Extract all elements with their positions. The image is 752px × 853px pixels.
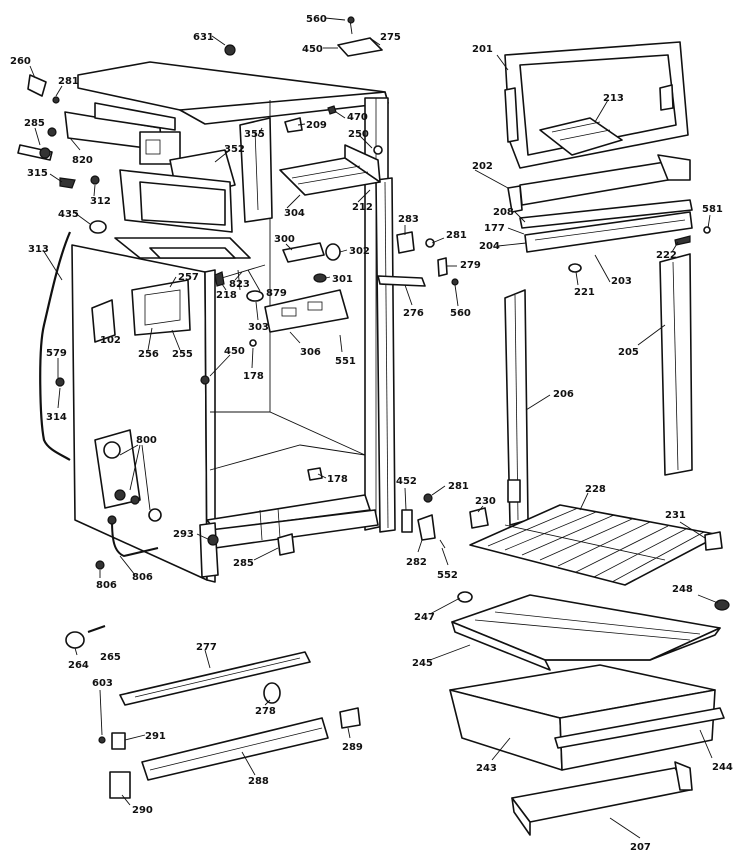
callout-277: 277 — [196, 642, 217, 653]
callout-435: 435 — [58, 209, 79, 220]
callout-452: 452 — [396, 476, 417, 487]
callout-244: 244 — [712, 762, 733, 773]
callout-450-mid: 450 — [224, 346, 245, 357]
callout-281-lower: 281 — [448, 481, 469, 492]
callout-256: 256 — [138, 349, 159, 360]
callout-245: 245 — [412, 658, 433, 669]
callout-257: 257 — [178, 272, 199, 283]
callout-560-hinge: 560 — [450, 308, 471, 319]
callout-450-top: 450 — [302, 44, 323, 55]
callout-labels: 560 631 450 275 260 281 285 820 355 352 … — [10, 14, 733, 853]
door-assembly — [377, 41, 730, 836]
callout-250: 250 — [348, 129, 369, 140]
callout-470: 470 — [347, 112, 368, 123]
callout-282: 282 — [406, 557, 427, 568]
callout-631: 631 — [193, 32, 214, 43]
mid-components — [91, 242, 349, 481]
callout-355: 355 — [244, 129, 265, 140]
callout-313: 313 — [28, 244, 49, 255]
callout-312: 312 — [90, 196, 111, 207]
callout-207: 207 — [630, 842, 651, 853]
callout-806-left: 806 — [96, 580, 117, 591]
callout-247: 247 — [414, 612, 435, 623]
callout-228: 228 — [585, 484, 606, 495]
callout-221: 221 — [574, 287, 595, 298]
callout-102: 102 — [100, 335, 121, 346]
callout-879: 879 — [266, 288, 287, 299]
callout-301: 301 — [332, 274, 353, 285]
callout-230: 230 — [475, 496, 496, 507]
callout-315: 315 — [27, 168, 48, 179]
callout-264: 264 — [68, 660, 89, 671]
callout-212: 212 — [352, 202, 373, 213]
callout-275: 275 — [380, 32, 401, 43]
callout-288: 288 — [248, 776, 269, 787]
callout-260: 260 — [10, 56, 31, 67]
callout-202: 202 — [472, 161, 493, 172]
bottom-small-parts — [207, 533, 295, 556]
callout-306: 306 — [300, 347, 321, 358]
callout-208: 208 — [493, 207, 514, 218]
callout-281-top: 281 — [58, 76, 79, 87]
callout-291: 291 — [145, 731, 166, 742]
callout-204: 204 — [479, 241, 500, 252]
callout-178-lower: 178 — [327, 474, 348, 485]
callout-285-top: 285 — [24, 118, 45, 129]
callout-302: 302 — [349, 246, 370, 257]
callout-800: 800 — [136, 435, 157, 446]
compressor-area — [94, 429, 162, 570]
callout-560-top: 560 — [306, 14, 327, 25]
callout-218: 218 — [216, 290, 237, 301]
callout-293: 293 — [173, 529, 194, 540]
callout-203: 203 — [611, 276, 632, 287]
callout-278: 278 — [255, 706, 276, 717]
leader-lines — [29, 17, 719, 839]
callout-201: 201 — [472, 44, 493, 55]
callout-579: 579 — [46, 348, 67, 359]
callout-248: 248 — [672, 584, 693, 595]
callout-289: 289 — [342, 742, 363, 753]
callout-213: 213 — [603, 93, 624, 104]
callout-551: 551 — [335, 356, 356, 367]
callout-581: 581 — [702, 204, 723, 215]
control-area-parts — [17, 16, 383, 259]
callout-231: 231 — [665, 510, 686, 521]
callout-283: 283 — [398, 214, 419, 225]
callout-352: 352 — [224, 144, 245, 155]
callout-222: 222 — [656, 250, 677, 261]
callout-823: 823 — [229, 279, 250, 290]
drain-tube — [39, 231, 72, 461]
callout-205: 205 — [618, 347, 639, 358]
callout-603: 603 — [92, 678, 113, 689]
lower-left-parts — [65, 625, 361, 799]
callout-276: 276 — [403, 308, 424, 319]
callout-552: 552 — [437, 570, 458, 581]
callout-177: 177 — [484, 223, 505, 234]
upper-shelf — [279, 144, 381, 196]
callout-303: 303 — [248, 322, 269, 333]
callout-281-hinge: 281 — [446, 230, 467, 241]
callout-290: 290 — [132, 805, 153, 816]
callout-255: 255 — [172, 349, 193, 360]
callout-314: 314 — [46, 412, 67, 423]
callout-279: 279 — [460, 260, 481, 271]
callout-206: 206 — [553, 389, 574, 400]
callout-820: 820 — [72, 155, 93, 166]
callout-243: 243 — [476, 763, 497, 774]
callout-304: 304 — [284, 208, 305, 219]
callout-265: 265 — [100, 652, 121, 663]
callout-285-bottom: 285 — [233, 558, 254, 569]
callout-178-mid: 178 — [243, 371, 264, 382]
callout-209: 209 — [306, 120, 327, 131]
callout-300: 300 — [274, 234, 295, 245]
callout-806-right: 806 — [132, 572, 153, 583]
